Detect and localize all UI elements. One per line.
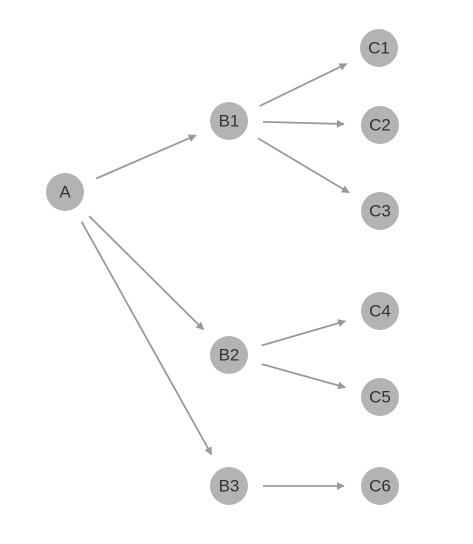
node-c6: C6 <box>361 467 399 505</box>
arrow-b2-c4 <box>261 319 347 347</box>
edges-layer <box>80 62 350 490</box>
node-label-b1: B1 <box>219 112 240 131</box>
node-c4: C4 <box>361 292 399 330</box>
node-a: A <box>46 173 84 211</box>
node-circle-c5 <box>361 378 399 416</box>
node-label-c1: C1 <box>368 39 390 58</box>
arrow-b1-c1 <box>259 62 348 107</box>
node-circle-a <box>46 173 84 211</box>
node-circle-c4 <box>361 292 399 330</box>
arrow-b1-c3 <box>257 137 350 194</box>
node-label-c6: C6 <box>369 477 391 496</box>
node-b3: B3 <box>210 467 248 505</box>
edge-a-b3 <box>80 221 213 456</box>
edge-b2-c5 <box>261 363 347 390</box>
node-c1: C1 <box>360 29 398 67</box>
node-label-a: A <box>59 183 71 202</box>
node-circle-b2 <box>210 336 248 374</box>
arrow-b1-c2 <box>262 119 345 128</box>
node-label-c3: C3 <box>369 202 391 221</box>
node-c5: C5 <box>361 378 399 416</box>
edge-b1-c2 <box>262 119 345 128</box>
arrow-a-b1 <box>95 134 197 180</box>
node-circle-c6 <box>361 467 399 505</box>
edge-b1-c1 <box>259 62 348 107</box>
edge-b2-c4 <box>261 319 347 347</box>
node-circle-b1 <box>210 102 248 140</box>
edge-b1-c3 <box>257 137 350 194</box>
edge-a-b2 <box>88 215 205 331</box>
node-c3: C3 <box>361 192 399 230</box>
edge-a-b1 <box>95 134 197 180</box>
node-circle-b3 <box>210 467 248 505</box>
node-b2: B2 <box>210 336 248 374</box>
node-label-b3: B3 <box>219 477 240 496</box>
arrow-a-b2 <box>88 215 205 331</box>
arrow-a-b3 <box>80 221 213 456</box>
node-circle-c2 <box>361 106 399 144</box>
node-label-c5: C5 <box>369 388 391 407</box>
node-label-c4: C4 <box>369 302 391 321</box>
node-label-b2: B2 <box>219 346 240 365</box>
node-circle-c3 <box>361 192 399 230</box>
arrow-b2-c5 <box>261 363 347 390</box>
node-label-c2: C2 <box>369 116 391 135</box>
node-b1: B1 <box>210 102 248 140</box>
node-circle-c1 <box>360 29 398 67</box>
node-c2: C2 <box>361 106 399 144</box>
